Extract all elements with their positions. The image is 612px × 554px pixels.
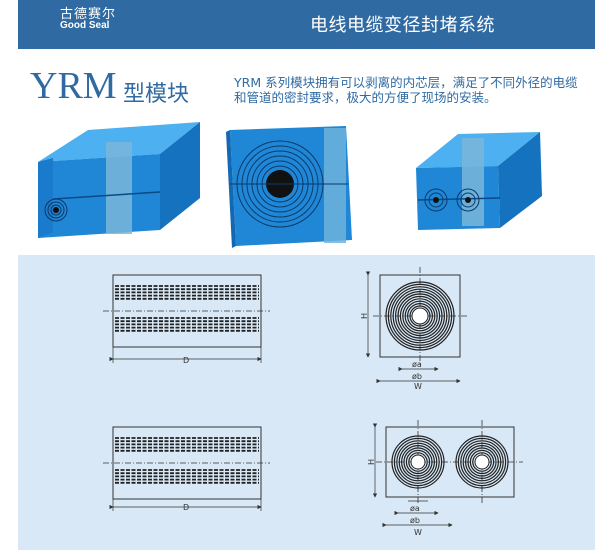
layer-ring: [397, 293, 443, 339]
width-label: W: [414, 382, 422, 391]
outer-diameter-label: øb: [410, 516, 420, 525]
model-code: YRM: [30, 65, 117, 107]
layer-ring: [396, 440, 440, 484]
inner-diameter-label: øa: [410, 504, 420, 513]
layer-ring: [401, 445, 436, 480]
height-label: H: [367, 459, 376, 465]
layer-ring: [405, 449, 431, 475]
layer-ring: [467, 447, 497, 477]
side-view-single: D: [103, 274, 270, 365]
layer-ring: [391, 435, 445, 489]
layer-ring: [472, 452, 492, 472]
technical-drawings-panel: D H øa øb W D: [18, 255, 595, 550]
layer-ring: [398, 442, 438, 482]
layer-ring: [408, 452, 428, 472]
layer-ring: [403, 447, 433, 477]
end-view-double: H øa øb W: [367, 420, 523, 537]
page-title: 电线电缆变径封堵系统: [310, 15, 495, 36]
cable-core: [474, 454, 490, 470]
length-label: D: [183, 503, 189, 512]
layer-ring: [404, 300, 436, 332]
product-photos: [37, 122, 542, 248]
module-description: YRM 系列模块拥有可以剥离的内芯层，满足了不同外径的电缆和管道的密封要求，极大…: [234, 75, 578, 105]
product-photo-front-view: [226, 126, 352, 248]
side-view-double: D: [103, 426, 270, 512]
layer-ring: [385, 281, 455, 351]
model-type-label: 型模块: [123, 82, 190, 107]
layer-ring: [465, 445, 500, 480]
end-view-single: H øa øb W: [360, 267, 468, 391]
height-label: H: [360, 313, 369, 319]
layer-ring: [462, 442, 502, 482]
layer-ring: [402, 298, 438, 334]
layer-ring: [460, 440, 504, 484]
layer-ring: [409, 305, 431, 327]
layer-ring: [469, 449, 495, 475]
layer-ring: [387, 283, 453, 349]
layer-ring: [395, 290, 446, 341]
inner-diameter-label: øa: [412, 360, 422, 369]
outer-diameter-label: øb: [412, 372, 422, 381]
layer-ring: [399, 295, 441, 337]
cable-core: [410, 454, 426, 470]
width-label: W: [414, 528, 422, 537]
layer-ring: [393, 437, 443, 487]
dimension-drawings: D H øa øb W D: [103, 267, 523, 537]
brand-name-en: Good Seal: [60, 20, 110, 31]
product-photo-double-hole-block: [416, 132, 542, 230]
cable-core: [411, 307, 429, 325]
layer-ring: [392, 288, 448, 344]
length-label: D: [183, 356, 189, 365]
layer-ring: [407, 302, 434, 329]
layer-ring: [455, 435, 509, 489]
brand-name-cn: 古德赛尔: [60, 7, 117, 22]
product-photo-single-hole-block: [37, 122, 200, 238]
layer-ring: [390, 286, 450, 346]
page-header: 古德赛尔 Good Seal 电线电缆变径封堵系统: [18, 0, 595, 49]
layer-ring: [457, 437, 507, 487]
